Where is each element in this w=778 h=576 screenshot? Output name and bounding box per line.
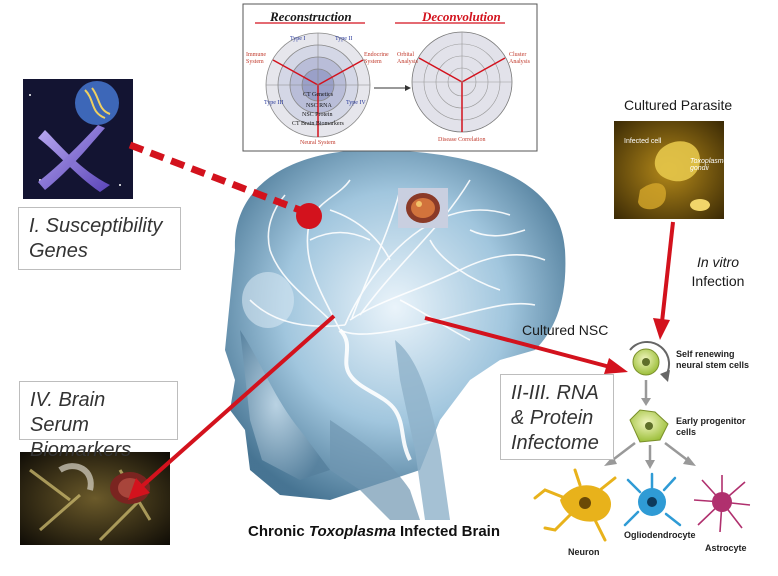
endocrine-system-label: Endocrine System [364,52,389,65]
neural-system-label: Neural System [300,140,336,146]
reconstruction-radar [265,32,371,138]
deconvolution-title: Deconvolution [422,9,501,24]
stem-cells-line1: Self renewing [676,349,735,359]
radar-panel [242,3,538,152]
susceptibility-genes-box: I. Susceptibility Genes [18,207,181,270]
immune-system-label: Immune System [246,52,266,65]
parasite-micrograph [614,121,724,219]
ogliodendrocyte-label: Ogliodendrocyte [624,530,696,540]
type-iii-label: Type III [264,100,284,106]
red-arrows [128,141,675,500]
infectome-line2: & Protein [511,407,594,429]
brain-serum-biomarkers-box: IV. Brain Serum Biomarkers [19,381,178,461]
susceptibility-line2: Genes [29,240,88,262]
infectome-line3: Infectome [511,432,599,454]
astrocyte-cell [693,475,751,533]
progenitor-label: Early progenitor cells [676,416,746,438]
type-iv-label: Type IV [346,100,366,106]
infection-text: Infection [691,273,745,289]
biomarkers-line2: Biomarkers [30,439,132,461]
caption-suffix: Infected Brain [395,523,500,540]
type-ii-label: Type II [335,36,353,42]
neuron-cell [533,468,617,542]
caption-prefix: Chronic [248,523,309,540]
caption-italic: Toxoplasma [308,523,396,540]
infected-cell-tag: Infected cell [624,138,662,145]
chromosome-image [23,79,133,199]
reconstruction-title: Reconstruction [270,9,352,24]
biomarkers-line1: IV. Brain Serum [30,389,106,436]
ct-brain-biomarkers-label: CT Brain Biomarkers [292,121,344,127]
infectome-line1: II-III. RNA [511,382,599,404]
in-vitro-text: In vitro [696,254,739,270]
ct-genetics-label: CT Genetics [303,92,334,98]
cell-lineage [533,340,751,542]
oligodendrocyte-cell [623,472,682,527]
skull-xray [225,150,566,520]
toxoplasma-gondii-tag: Toxoplasma gondii [690,158,728,172]
neuron-label: Neuron [568,547,600,557]
disease-correlation-label: Disease Correlation [438,137,486,143]
infectome-box: II-III. RNA & Protein Infectome [500,374,614,460]
biomarker-image [20,452,170,545]
brain-caption: Chronic Toxoplasma Infected Brain [248,523,500,540]
astrocyte-label: Astrocyte [705,543,747,553]
susceptibility-line1: I. Susceptibility [29,215,163,237]
deconvolution-radar [411,31,513,133]
progenitor-line2: cells [676,427,697,437]
nsc-rna-label: NSC RNA [306,103,332,109]
progenitor-line1: Early progenitor [676,416,746,426]
cluster-analysis-label: Cluster Analysis [509,52,530,65]
nsc-protein-label: NSC Protein [302,112,333,118]
cultured-nsc-label: Cultured NSC [522,322,609,338]
type-i-label: Type I [290,36,306,42]
stem-cells-line2: neural stem cells [676,360,750,370]
toxoplasma-cyst-image [398,188,448,228]
in-vitro-infection-label: In vitro Infection [688,253,748,291]
orbital-analysis-label: Orbital Analysis [397,52,418,65]
cultured-parasite-label: Cultured Parasite [624,97,733,113]
stem-cells-label: Self renewing neural stem cells [676,349,749,371]
